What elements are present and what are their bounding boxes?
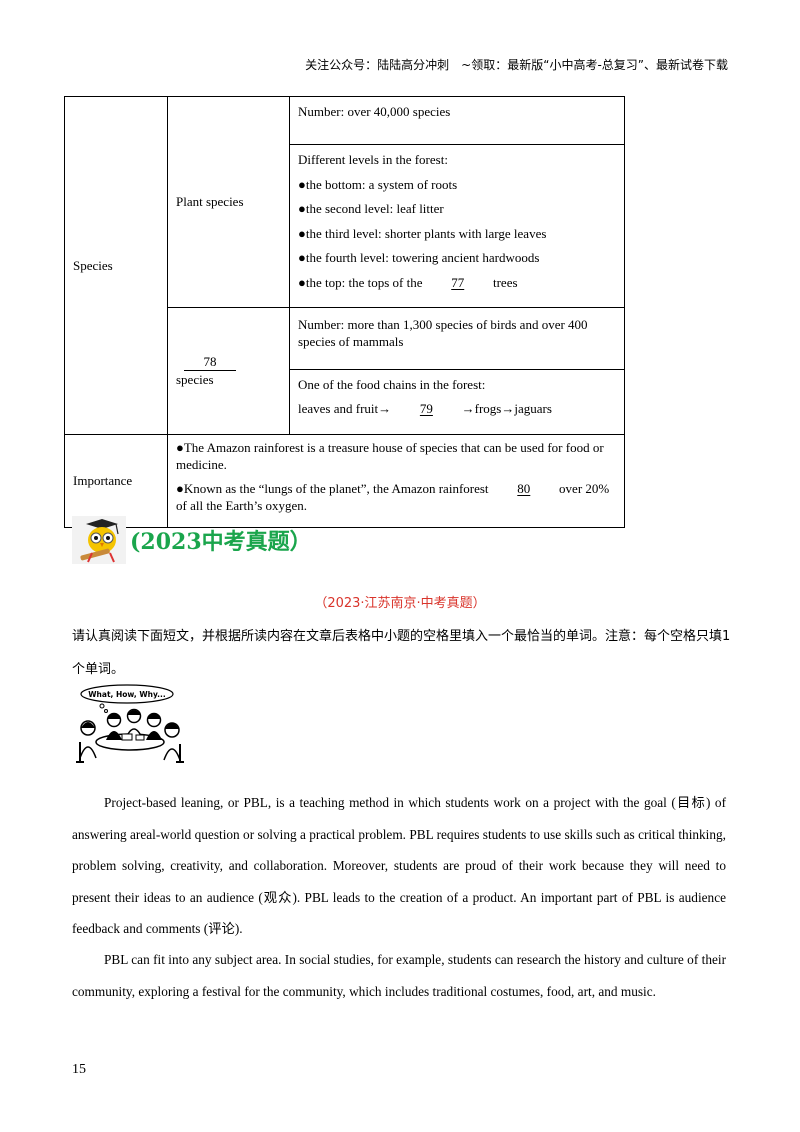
blank-78[interactable]: 78 bbox=[184, 353, 236, 372]
plant-number-cell: Number: over 40,000 species bbox=[289, 96, 625, 145]
importance-label-cell: Importance bbox=[64, 433, 168, 528]
top-level-text: ●the top: the tops of the bbox=[298, 274, 423, 290]
animal-species-cell: 78 species bbox=[167, 306, 290, 435]
species-label-cell: Species bbox=[64, 96, 168, 435]
species-info-table: Species Plant species Number: over 40,00… bbox=[64, 96, 625, 528]
level-item: ●the bottom: a system of roots bbox=[298, 176, 458, 192]
blank-79[interactable]: 79 bbox=[419, 401, 433, 417]
owl-mascot-icon bbox=[72, 516, 126, 564]
plant-species-cell: Plant species bbox=[167, 96, 290, 308]
page-number: 15 bbox=[72, 1062, 86, 1077]
plant-number: Number: over 40,000 species bbox=[298, 104, 451, 119]
food-chain-line: leaves and fruit→ 79 →frogs→jaguars bbox=[298, 400, 616, 425]
forest-levels-cell: Different levels in the forest: ●the bot… bbox=[289, 144, 625, 308]
students-discussion-illustration: What, How, Why... bbox=[76, 684, 184, 763]
species-label: Species bbox=[73, 257, 113, 273]
speech-bubble-text: What, How, Why... bbox=[88, 690, 166, 699]
plant-species-label: Plant species bbox=[176, 194, 244, 209]
levels-title: Different levels in the forest: bbox=[298, 152, 448, 167]
instructions-text: 请认真阅读下面短文，并根据所读内容在文章后表格中小题的空格里填入一个最恰当的单词… bbox=[72, 629, 731, 677]
animal-number-cell: Number: more than 1,300 species of birds… bbox=[289, 306, 625, 370]
importance-cell: ●The Amazon rainforest is a treasure hou… bbox=[167, 433, 625, 528]
food-chain-cell: One of the food chains in the forest: le… bbox=[289, 368, 625, 435]
animal-species-word: species bbox=[176, 372, 214, 388]
food-chain-title: One of the food chains in the forest: bbox=[298, 376, 486, 392]
top-level-text-after: trees bbox=[492, 274, 518, 290]
exam-banner: (2023中考真题） bbox=[72, 516, 312, 564]
header-note: 关注公众号：陆陆高分冲刺 ~领取：最新版“小中高考-总复习”、最新试卷下载 bbox=[305, 58, 728, 72]
paragraph-2-text: PBL can fit into any subject area. In so… bbox=[72, 952, 726, 999]
exam-title: (2023中考真题） bbox=[130, 529, 312, 555]
exam-source-subtitle: （2023·江苏南京·中考真题） bbox=[314, 596, 486, 611]
food-chain-before: leaves and fruit→ bbox=[298, 401, 392, 417]
importance-2-before: ●Known as the “lungs of the planet”, the… bbox=[176, 480, 489, 496]
blank-77[interactable]: 77 bbox=[451, 274, 465, 290]
paragraph-1-text: Project-based leaning, or PBL, is a teac… bbox=[72, 795, 726, 937]
blank-80[interactable]: 80 bbox=[517, 480, 531, 496]
animal-number: Number: more than 1,300 species of birds… bbox=[298, 316, 588, 350]
importance-2-after: over 20% of all the Earth’s oxygen. bbox=[176, 480, 610, 514]
paragraph-1: Project-based leaning, or PBL, is a teac… bbox=[72, 787, 726, 945]
level-item: ●the third level: shorter plants with la… bbox=[298, 225, 547, 241]
importance-point-1: ●The Amazon rainforest is a treasure hou… bbox=[176, 439, 604, 473]
level-item: ●the second level: leaf litter bbox=[298, 201, 444, 217]
importance-label: Importance bbox=[73, 472, 133, 488]
level-item-top: ●the top: the tops of the 77 trees bbox=[298, 274, 616, 299]
food-chain-after: →frogs→jaguars bbox=[461, 401, 552, 417]
importance-point-2: ●Known as the “lungs of the planet”, the… bbox=[176, 480, 616, 515]
level-item: ●the fourth level: towering ancient hard… bbox=[298, 250, 540, 266]
paragraph-2: PBL can fit into any subject area. In so… bbox=[72, 944, 726, 1007]
